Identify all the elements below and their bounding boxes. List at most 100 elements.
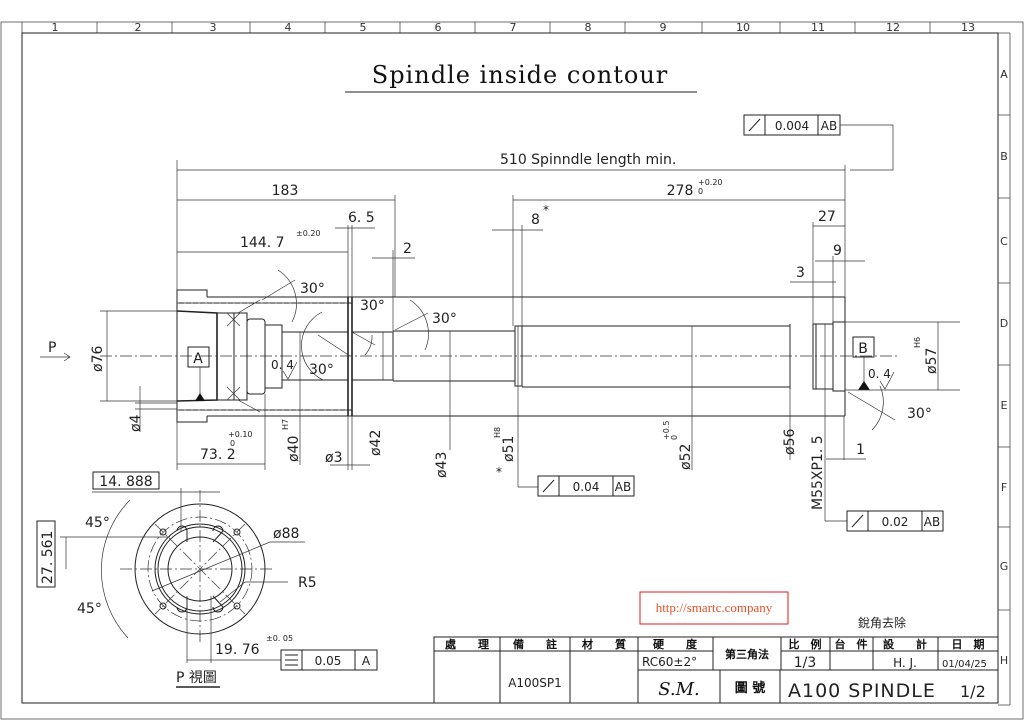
scale-value: 1/3 (794, 655, 817, 671)
dim-278: 278 (667, 183, 694, 199)
dim-19-76-tol: ±0. 05 (266, 634, 293, 643)
dim-dia76: ø76 (90, 346, 106, 372)
dim-dia51-fit: H8 (493, 427, 502, 438)
dim-dia57-fit: H6 (913, 337, 922, 348)
spindle-section: 30° 30° 30° 30° 30° 0. 4 0. 4 (100, 269, 932, 431)
roughness-value: 0. 4 (868, 367, 891, 381)
dim-183: 183 (272, 183, 299, 199)
datum-b: B (845, 321, 960, 391)
watermark[interactable]: http://smartc.company (639, 591, 789, 625)
dim-dia42: ø42 (368, 430, 384, 456)
dim-3: 3 (796, 265, 805, 281)
dim-dia3: ø3 (325, 450, 342, 466)
row-label: D (1000, 317, 1008, 330)
view-p-label: P (48, 340, 56, 356)
tolerance-value: 0.04 (573, 480, 600, 494)
column-label: 6 (435, 21, 442, 34)
header-design: 設 計 (883, 637, 927, 651)
dim-14-888: 14. 888 (99, 474, 152, 490)
tolerance-datum: AB (821, 119, 837, 133)
dim-dia52-tol-upper: +0.5 (662, 421, 671, 440)
hardness-value: RC60±2° (642, 655, 697, 669)
date-value: 01/04/25 (942, 659, 987, 670)
dim-144-7: 144. 7 (240, 235, 285, 251)
dim-dia88: ø88 (273, 526, 299, 542)
column-label: 9 (660, 21, 667, 34)
column-label: 2 (135, 21, 142, 34)
runout-icon (542, 479, 555, 493)
tolerance-datum: AB (924, 515, 940, 529)
bottom-dimensions: ø76 ø4 73. 2 +0.10 0 ø40 H7 ø3 ø42 ø43 ø… (90, 310, 940, 522)
dim-27: 27 (818, 209, 836, 225)
dim-8: 8 (531, 212, 540, 228)
angle-label: 30° (300, 281, 325, 297)
angle-label: 30° (907, 406, 932, 422)
header-scale: 比 例 (789, 637, 822, 651)
dim-2: 2 (403, 241, 412, 257)
dim-dia40-fit: H7 (281, 419, 290, 430)
dim-278-tol-lower: 0 (698, 187, 703, 196)
column-label: 13 (961, 21, 975, 34)
company-logo: S.M. (658, 679, 700, 700)
dim-1: 1 (856, 442, 865, 458)
datum-a: A (187, 346, 210, 401)
dim-dia52: ø52 (678, 444, 694, 470)
column-label: 10 (736, 21, 750, 34)
dim-dia40: ø40 (286, 436, 302, 462)
datum-b-label: B (858, 341, 868, 357)
header-processing: 處 理 (445, 637, 489, 651)
view-arrow-icon (40, 352, 71, 362)
header-hardness: 硬 度 (653, 637, 698, 651)
dim-73-2-tol-lower: 0 (230, 439, 235, 448)
dim-6-5: 6. 5 (348, 210, 375, 226)
row-label: E (1001, 399, 1008, 412)
column-label: 5 (360, 21, 367, 34)
dim-278-tol-upper: +0.20 (698, 178, 723, 187)
dim-144-7-tol: ±0.20 (296, 229, 321, 238)
dim-19-76: 19. 76 (215, 642, 260, 658)
column-label: 4 (285, 21, 292, 34)
column-label: 12 (886, 21, 900, 34)
tolerance-datum: A (362, 654, 371, 668)
dim-dia56: ø56 (782, 429, 798, 455)
watermark-link[interactable]: http://smartc.company (656, 600, 773, 615)
tolerance-value: 0.02 (882, 515, 909, 529)
deburr-note: 銳角去除 (858, 615, 906, 630)
dim-dia51: ø51 (501, 436, 517, 462)
special-mark: * (496, 465, 502, 479)
angle-label: 30° (360, 298, 385, 314)
top-dimensions: 510 Spinndle length min. 183 278 +0.20 0… (176, 152, 865, 331)
drawing-title: Spindle inside contour (372, 61, 669, 89)
column-label: 8 (585, 21, 592, 34)
row-label: A (1000, 68, 1008, 81)
tolerance-value: 0.004 (775, 119, 809, 133)
roughness-symbol (282, 361, 298, 380)
dim-overall-length: 510 Spinndle length min. (500, 152, 676, 168)
dim-73-2-tol-upper: +0.10 (228, 430, 253, 439)
sheet-number: 1/2 (960, 682, 986, 701)
runout-icon (851, 514, 864, 528)
angle-label: 30° (432, 311, 457, 327)
p-view-label: P 視圖 (176, 670, 217, 686)
symmetry-icon (285, 654, 298, 666)
title-block: 處 理 備 註 材 質 硬 度 第三角法 比 例 台 件 設 計 日 期 A10… (433, 636, 999, 704)
header-remarks: 備 註 (513, 637, 557, 651)
dim-dia52-tol-lower: 0 (670, 435, 679, 440)
column-label: 1 (52, 21, 59, 34)
angle-45: 45° (77, 601, 102, 617)
roughness-value: 0. 4 (271, 358, 294, 372)
header-date: 日 期 (952, 637, 985, 651)
drawing-no-label: 圖 號 (735, 680, 766, 696)
designer-value: H. J. (893, 656, 917, 670)
special-mark: * (543, 203, 549, 217)
header-quantity: 台 件 (835, 637, 868, 651)
remark-value: A100SP1 (508, 676, 562, 690)
p-view: 14. 888 27. 561 45° 45° ø88 R5 19. 76 ±0… (36, 471, 378, 688)
column-label: 3 (210, 21, 217, 34)
row-ruler: A B C D E F G H (998, 68, 1010, 667)
dim-73-2: 73. 2 (200, 447, 236, 463)
dim-dia43: ø43 (434, 452, 450, 478)
column-ruler: 1 2 3 4 5 6 7 8 9 10 11 12 13 (52, 21, 976, 34)
dim-r5: R5 (298, 575, 317, 591)
